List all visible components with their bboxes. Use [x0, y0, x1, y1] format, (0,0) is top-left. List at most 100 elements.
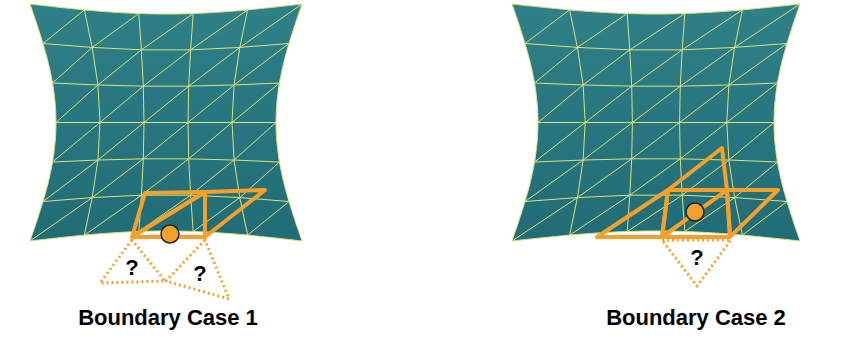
mesh-edge: [682, 195, 685, 231]
mesh-edge: [234, 44, 289, 85]
mesh-edge: [43, 10, 84, 44]
mesh-edge: [92, 159, 143, 198]
mesh-edge: [143, 86, 145, 122]
unknown-triangle: ?: [166, 240, 229, 299]
mesh-edge: [729, 160, 778, 162]
mesh-edge: [577, 160, 583, 198]
mesh-edge: [141, 14, 193, 50]
mesh-edge: [727, 85, 729, 123]
mesh-edge: [583, 123, 585, 161]
question-mark: ?: [193, 263, 206, 285]
mesh-edge: [92, 14, 139, 48]
mesh-edge: [583, 50, 630, 85]
mesh-edge: [189, 50, 191, 86]
mesh-edge: [232, 85, 234, 123]
mesh-edge: [240, 4, 302, 47]
mesh-edge: [585, 122, 632, 123]
mesh-edge: [729, 83, 778, 85]
mesh-edge: [84, 198, 92, 236]
mesh-edge: [144, 86, 189, 122]
mesh-edge: [98, 123, 144, 161]
triangle-mesh: [512, 4, 800, 241]
mesh-edge: [631, 123, 633, 159]
mesh-edge: [630, 14, 685, 50]
mesh-edge: [189, 47, 240, 86]
mesh-edge: [189, 159, 191, 195]
mesh-edge: [682, 14, 685, 50]
mesh-edge: [141, 49, 190, 50]
mesh-edge: [98, 85, 100, 123]
case-caption: Boundary Case 2: [606, 306, 786, 330]
triangle-mesh: [30, 4, 302, 241]
mesh-edge: [680, 50, 682, 86]
mesh-edge: [577, 47, 583, 85]
mesh-edge: [535, 83, 584, 85]
mesh-edge: [570, 198, 578, 236]
mesh-edge: [632, 86, 680, 122]
mesh-edge: [240, 198, 289, 202]
mesh-edge: [680, 85, 729, 86]
mesh-edge: [535, 123, 586, 163]
mesh-edge: [525, 44, 577, 48]
mesh-edge: [53, 83, 98, 85]
mesh-edge: [143, 123, 188, 159]
mesh-edge: [679, 123, 681, 159]
mesh-edge: [144, 122, 188, 123]
mesh-edge: [234, 160, 279, 162]
mesh-edge: [680, 47, 734, 86]
mesh-edge: [627, 14, 630, 50]
mesh-edge: [84, 10, 92, 48]
mesh-edge: [98, 159, 143, 160]
mesh-edge: [727, 123, 729, 161]
mesh-edge: [98, 85, 143, 86]
mesh-edge: [143, 86, 188, 87]
mesh-edge: [679, 86, 681, 122]
mesh-edge: [43, 44, 92, 48]
mesh-edge: [729, 44, 787, 85]
mesh-edge: [240, 44, 289, 48]
mesh-edge: [143, 158, 188, 159]
mesh-edge: [139, 14, 142, 50]
unknown-triangle: ?: [662, 240, 731, 286]
mesh-edge: [100, 86, 143, 122]
mesh-edge: [188, 122, 232, 123]
mesh-edge: [538, 122, 585, 123]
mesh-edge: [56, 122, 100, 123]
mesh-edge: [100, 122, 144, 123]
mesh-edge: [583, 159, 632, 160]
mesh-edge: [143, 50, 190, 86]
question-mark: ?: [690, 247, 703, 269]
mesh-edge: [141, 159, 143, 195]
mesh-edge: [630, 159, 632, 195]
mesh-edge: [43, 198, 92, 202]
mesh-edge: [525, 10, 570, 44]
mesh-edge: [234, 123, 276, 161]
mesh-edge: [92, 47, 98, 85]
mesh-edge: [682, 10, 742, 50]
highlighted-triangles: [132, 148, 778, 237]
mesh-edge: [92, 195, 141, 197]
mesh-surface: [512, 4, 800, 241]
mesh-edge: [632, 123, 680, 159]
mesh-edge: [92, 160, 98, 198]
mesh-edge: [98, 50, 141, 85]
mesh-edge: [56, 85, 98, 123]
mesh-edge: [632, 158, 681, 159]
mesh-edge: [248, 202, 289, 236]
mesh-edge: [583, 85, 632, 86]
mesh-edge: [535, 160, 584, 162]
vertex-dot: [161, 225, 179, 243]
mesh-edge: [191, 14, 194, 50]
mesh-edge: [583, 85, 585, 123]
mesh-edge: [189, 123, 232, 159]
mesh-edge: [53, 123, 100, 163]
mesh-edge: [98, 123, 100, 161]
case-caption: Boundary Case 1: [78, 306, 258, 330]
mesh-edge: [630, 195, 682, 196]
mesh-edge: [735, 44, 787, 48]
mesh-edge: [632, 122, 679, 123]
mesh-edge: [141, 159, 188, 195]
vertex-dot: [686, 203, 704, 221]
mesh-edge: [631, 86, 633, 122]
mesh-edge: [525, 198, 577, 202]
